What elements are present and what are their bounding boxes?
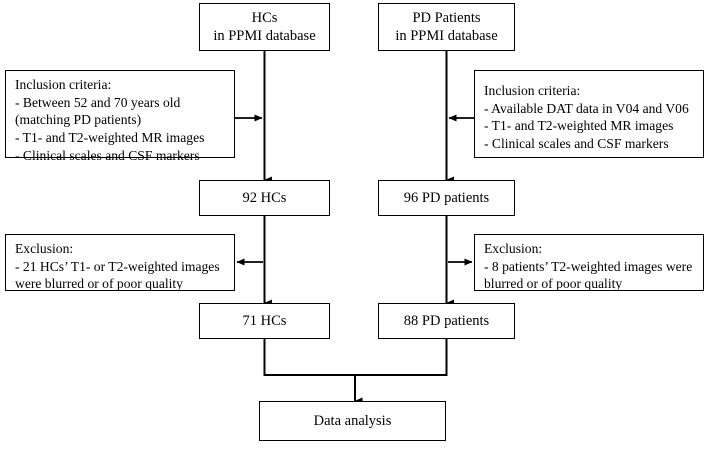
exclusion-pd-line-1: Exclusion: <box>484 241 543 256</box>
final-hc-value: 71 HCs <box>242 312 287 329</box>
node-pd-source-line-1: PD Patients <box>412 9 481 26</box>
exclusion-hc-line-3: were blurred or of poor quality <box>15 276 183 292</box>
inclusion-hc-line-4: - T1- and T2-weighted MR images <box>15 130 205 146</box>
inclusion-pd-line-2: - Available DAT data in V04 and V06 <box>484 100 689 116</box>
node-exclusion-pd: Exclusion: - 8 patients’ T2-weighted ima… <box>474 234 704 291</box>
node-data-analysis: Data analysis <box>259 401 446 441</box>
final-pd-value: 88 PD patients <box>403 312 490 329</box>
inclusion-hc-line-5: - Clinical scales and CSF markers <box>15 147 200 163</box>
data-analysis-label: Data analysis <box>313 412 392 429</box>
inclusion-hc-line-3: (matching PD patients) <box>15 112 142 128</box>
node-count-hc: 92 HCs <box>199 180 330 216</box>
inclusion-hc-line-2: - Between 52 and 70 years old <box>15 94 181 110</box>
node-inclusion-criteria-hc: Inclusion criteria: - Between 52 and 70 … <box>5 70 235 163</box>
exclusion-hc-line-1: Exclusion: <box>15 241 74 256</box>
exclusion-hc-line-2: - 21 HCs’ T1- or T2-weighted images <box>15 258 220 274</box>
node-hc-source-line-2: in PPMI database <box>213 28 316 44</box>
inclusion-hc-line-1: Inclusion criteria: <box>15 77 112 92</box>
exclusion-pd-line-2: - 8 patients’ T2-weighted images were <box>484 258 693 274</box>
node-final-count-pd: 88 PD patients <box>378 303 515 339</box>
node-hc-source-line-1: HCs <box>251 9 278 26</box>
count-hc-value: 92 HCs <box>242 189 287 206</box>
inclusion-pd-line-4: - Clinical scales and CSF markers <box>484 136 669 152</box>
edge-merge-bus <box>263 339 448 376</box>
node-count-pd: 96 PD patients <box>378 180 515 216</box>
node-hc-source: HCs in PPMI database <box>199 3 330 51</box>
node-inclusion-criteria-pd: Inclusion criteria: - Available DAT data… <box>474 70 704 158</box>
node-final-count-hc: 71 HCs <box>199 303 330 339</box>
inclusion-pd-line-3: - T1- and T2-weighted MR images <box>484 118 674 134</box>
count-pd-value: 96 PD patients <box>403 189 490 206</box>
node-pd-source: PD Patients in PPMI database <box>378 3 515 51</box>
exclusion-pd-line-3: blurred or of poor quality <box>484 276 623 292</box>
inclusion-pd-line-1: Inclusion criteria: <box>484 83 581 98</box>
node-exclusion-hc: Exclusion: - 21 HCs’ T1- or T2-weighted … <box>5 234 235 291</box>
node-pd-source-line-2: in PPMI database <box>395 28 498 44</box>
